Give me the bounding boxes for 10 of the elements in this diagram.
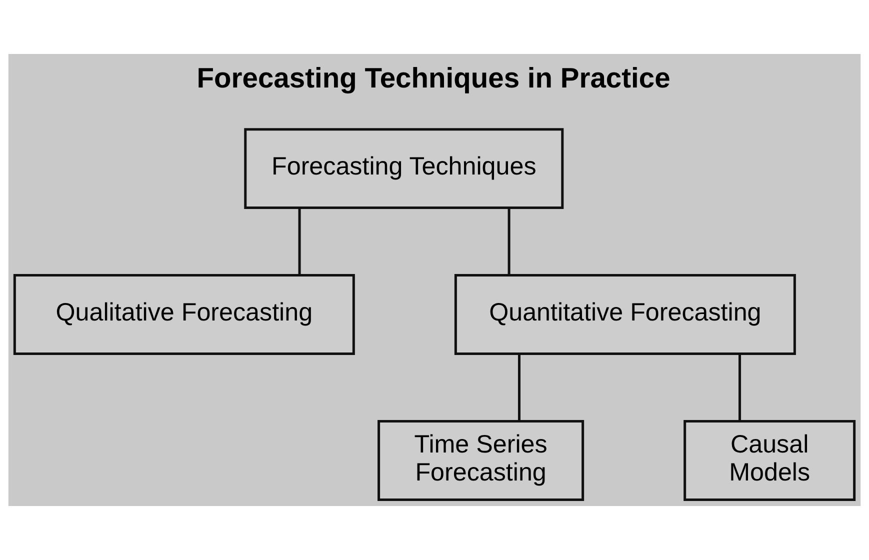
node-box: Forecasting Techniques — [244, 128, 564, 210]
node-box: Causal Models — [684, 420, 856, 501]
connector — [518, 354, 520, 422]
connector — [508, 208, 510, 276]
connector — [298, 208, 301, 276]
diagram-title: Forecasting Techniques in Practice — [196, 62, 670, 94]
node-box: Qualitative Forecasting — [13, 274, 355, 356]
node-box: Time Series Forecasting — [378, 420, 584, 501]
connector — [738, 354, 741, 422]
node-box: Quantitative Forecasting — [454, 274, 796, 356]
